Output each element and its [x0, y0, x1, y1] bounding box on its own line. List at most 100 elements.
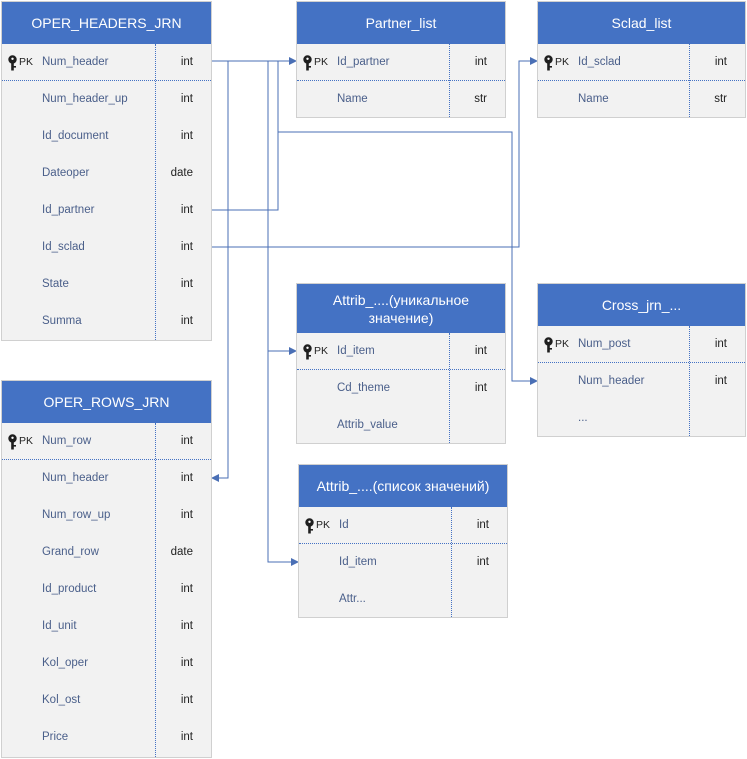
- table-title: Attrib_....(список значений): [299, 465, 507, 507]
- field-name: Id_item: [337, 345, 375, 357]
- field-name: Name: [337, 93, 368, 105]
- column-separator: [155, 44, 156, 340]
- primary-key-marker: PK: [7, 423, 33, 460]
- field-name: Num_row: [42, 435, 92, 447]
- primary-key-marker: PK: [543, 44, 569, 81]
- key-icon: [305, 517, 314, 533]
- key-icon: [544, 336, 553, 352]
- field-type: int: [180, 204, 193, 216]
- column-separator: [451, 507, 452, 617]
- pk-label: PK: [314, 56, 329, 68]
- column-separator: [155, 423, 156, 757]
- field-type: int: [180, 509, 193, 521]
- link-id-sclad: [212, 57, 538, 248]
- primary-key-marker: PK: [304, 507, 330, 544]
- table-row[interactable]: Id_product int: [2, 571, 211, 608]
- primary-key-marker: PK: [7, 44, 33, 81]
- table-title: Sclad_list: [538, 2, 745, 44]
- field-type: int: [180, 657, 193, 669]
- table-title: Attrib_....(уникальное значение): [297, 284, 505, 333]
- primary-key-marker: PK: [302, 44, 328, 81]
- table-row[interactable]: PK Id_item int: [297, 333, 505, 370]
- key-icon: [8, 433, 17, 449]
- table-row[interactable]: Attr...: [299, 581, 507, 618]
- key-icon: [303, 54, 312, 70]
- field-type: str: [714, 93, 727, 105]
- field-name: Summa: [42, 315, 82, 327]
- field-name: Attrib_value: [337, 419, 398, 431]
- field-name: Id_item: [339, 556, 377, 568]
- pk-label: PK: [555, 338, 570, 350]
- table-row[interactable]: Id_partner int: [2, 192, 211, 229]
- table-row[interactable]: ...: [538, 400, 745, 437]
- table-row[interactable]: Num_row_up int: [2, 497, 211, 534]
- field-type: int: [180, 472, 193, 484]
- field-type: int: [474, 345, 487, 357]
- table-row[interactable]: Name str: [297, 81, 505, 118]
- link-num-header-oper-rows: [211, 60, 229, 482]
- table-row[interactable]: PK Num_row int: [2, 423, 211, 460]
- field-type: int: [180, 620, 193, 632]
- field-type: int: [714, 338, 727, 350]
- table-title: OPER_HEADERS_JRN: [2, 2, 211, 44]
- table-row[interactable]: Attrib_value: [297, 407, 505, 444]
- pk-label: PK: [314, 345, 329, 357]
- link-num-header-attrib-item: [240, 60, 297, 355]
- field-name: ...: [578, 412, 588, 424]
- field-name: Attr...: [339, 593, 366, 605]
- pk-label: PK: [316, 519, 331, 531]
- key-icon: [544, 54, 553, 70]
- field-type: int: [180, 731, 193, 743]
- column-separator: [689, 326, 690, 436]
- table-title: OPER_ROWS_JRN: [2, 381, 211, 423]
- table-row[interactable]: Kol_oper int: [2, 645, 211, 682]
- field-name: Num_header: [42, 472, 109, 484]
- field-name: Id: [339, 519, 349, 531]
- field-type: int: [476, 556, 489, 568]
- field-name: Kol_oper: [42, 657, 89, 669]
- table-title: Partner_list: [297, 2, 505, 44]
- field-name: Num_header: [42, 56, 109, 68]
- field-name: Id_product: [42, 583, 97, 595]
- pk-label: PK: [19, 56, 34, 68]
- field-type: date: [170, 546, 193, 558]
- table-title: Cross_jrn_...: [538, 284, 745, 326]
- field-name: State: [42, 278, 69, 290]
- table-row[interactable]: Id_item int: [299, 544, 507, 581]
- field-type: int: [180, 435, 193, 447]
- table-attrib-unique[interactable]: Attrib_....(уникальное значение) PK Id_it…: [296, 283, 506, 444]
- field-name: Id_partner: [42, 204, 95, 216]
- field-type: int: [474, 382, 487, 394]
- field-type: str: [474, 93, 487, 105]
- field-type: int: [180, 583, 193, 595]
- field-name: Kol_ost: [42, 694, 81, 706]
- link-cross-jrn: [278, 131, 538, 385]
- table-row[interactable]: Num_header int: [2, 460, 211, 497]
- field-type: int: [714, 375, 727, 387]
- field-name: Num_row_up: [42, 509, 111, 521]
